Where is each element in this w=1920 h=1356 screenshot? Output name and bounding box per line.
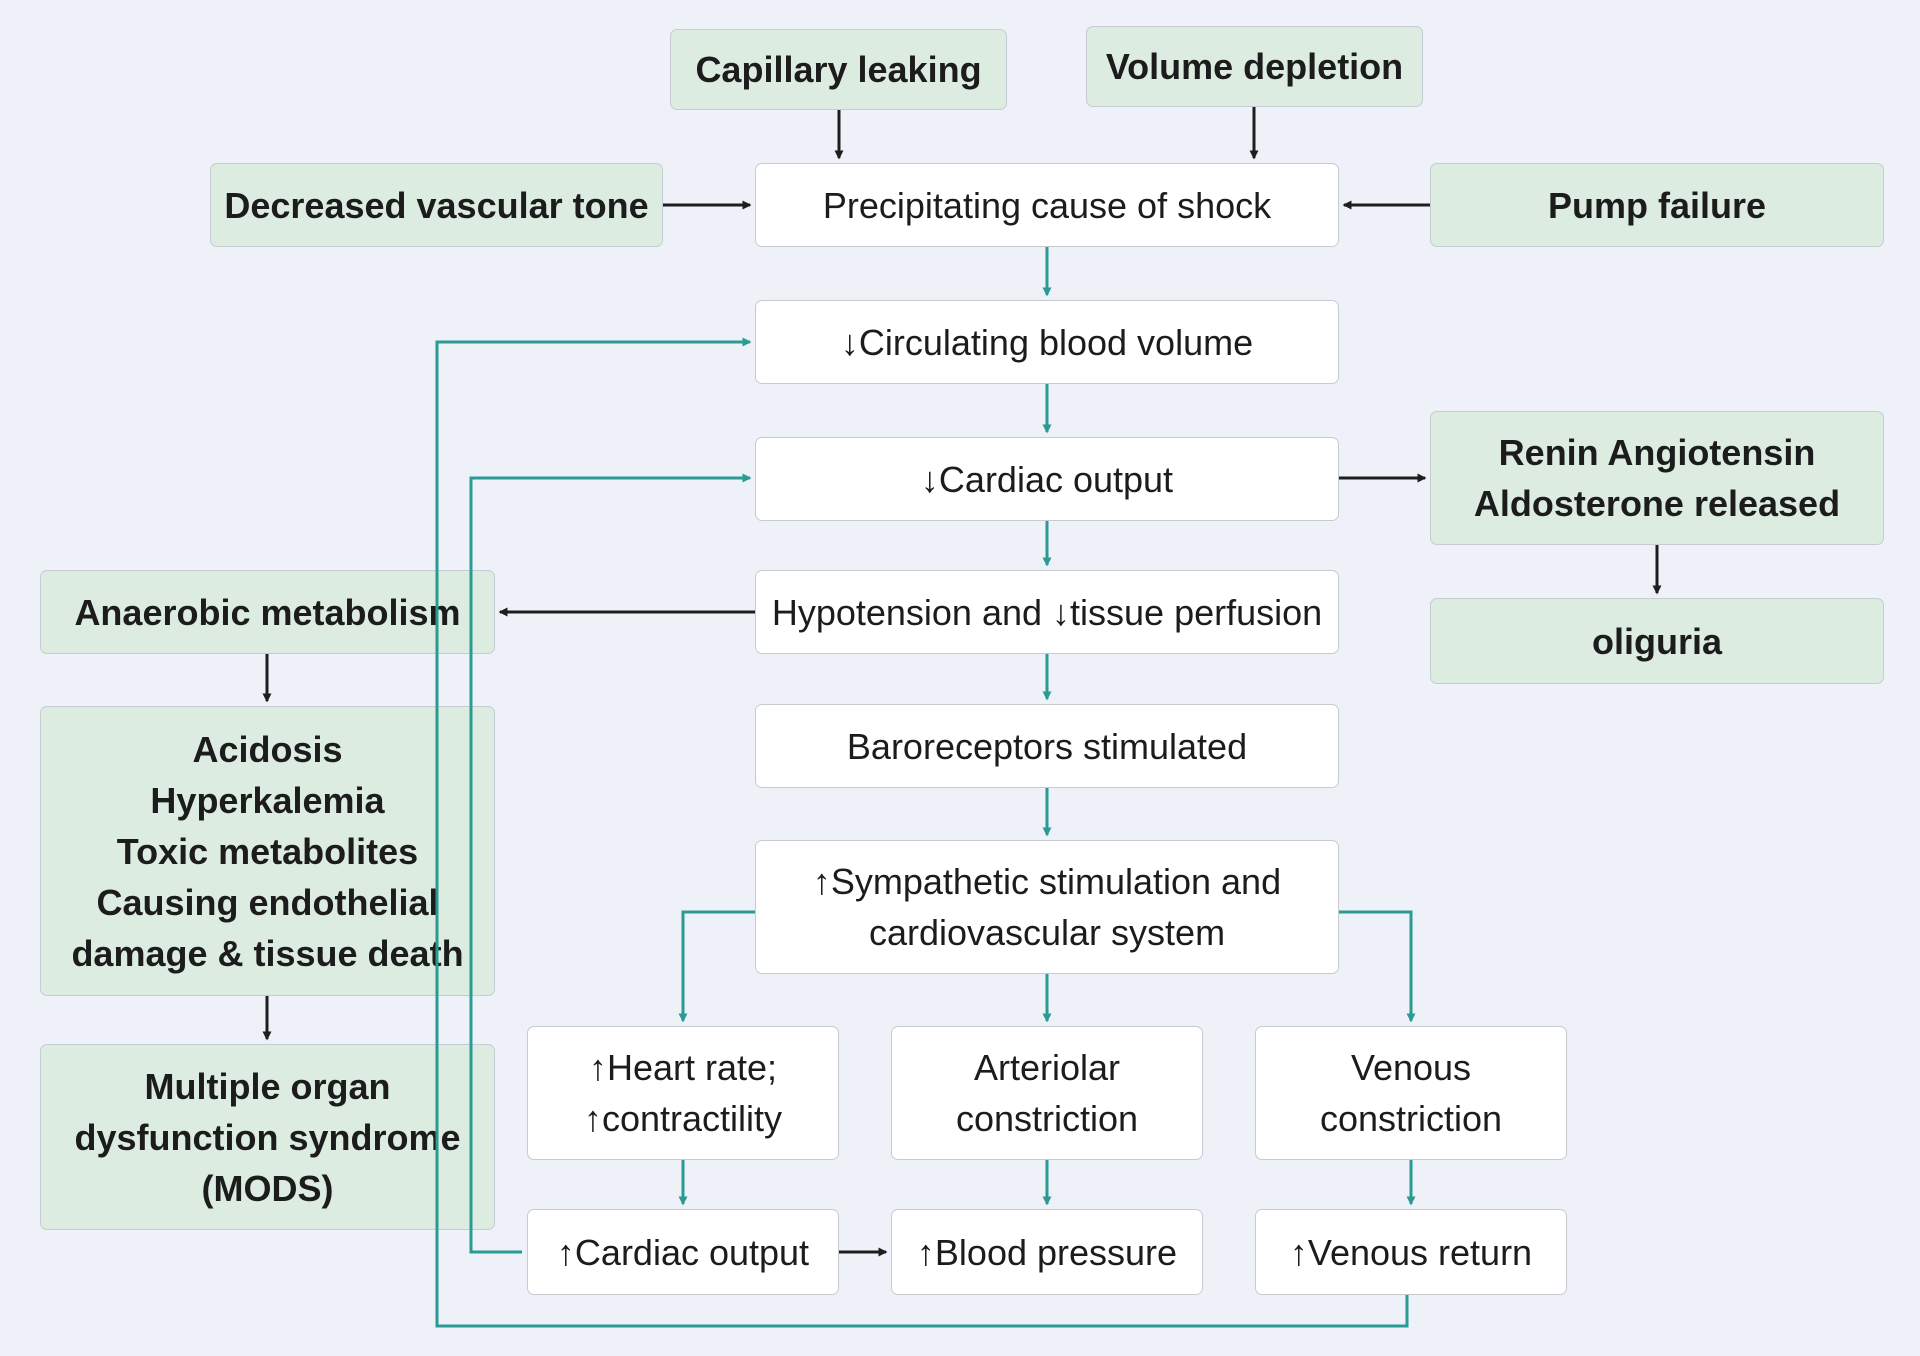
node-label-line: Capillary leaking [695, 49, 982, 90]
node-circulating-blood-volume: ↓Circulating blood volume [755, 300, 1339, 384]
node-sympathetic-stimulation: ↑Sympathetic stimulation and cardiovascu… [755, 840, 1339, 974]
node-label-line: (MODS) [201, 1167, 334, 1209]
node-acidosis-effects: Acidosis Hyperkalemia Toxic metabolites … [40, 706, 495, 996]
node-label-line: Hyperkalemia [150, 779, 385, 821]
node-label-line: oliguria [1591, 620, 1722, 662]
node-label-line: ↑contractility [583, 1098, 783, 1139]
node-label-line: Pump failure [1547, 184, 1767, 226]
node-label-line: Venous [1350, 1047, 1472, 1088]
node-label-line: ↓Cardiac output [920, 458, 1174, 500]
node-label-line: damage & tissue death [71, 932, 464, 974]
node-label-line: Multiple organ [144, 1065, 391, 1107]
node-cardiac-output-decreased: ↓Cardiac output [755, 437, 1339, 521]
node-label-line: Renin Angiotensin [1498, 432, 1816, 473]
node-heart-rate: ↑Heart rate; ↑contractility [527, 1026, 839, 1160]
node-label-line: Aldosterone released [1473, 483, 1841, 524]
node-label-line: Acidosis [192, 728, 343, 770]
node-arteriolar-constriction: Arteriolar constriction [891, 1026, 1203, 1160]
node-label-line: ↑Cardiac output [556, 1231, 810, 1273]
node-decreased-vascular-tone: Decreased vascular tone [210, 163, 663, 247]
node-anaerobic-metabolism: Anaerobic metabolism [40, 570, 495, 654]
node-baroreceptors: Baroreceptors stimulated [755, 704, 1339, 788]
node-renin-angiotensin: Renin Angiotensin Aldosterone released [1430, 411, 1884, 545]
node-label-line: Arteriolar [973, 1047, 1121, 1088]
node-precipitating-cause: Precipitating cause of shock [755, 163, 1339, 247]
node-label-line: ↑Heart rate; [588, 1047, 778, 1088]
node-label-line: constriction [955, 1098, 1139, 1139]
node-label-line: ↑Sympathetic stimulation and [812, 861, 1282, 902]
node-label-line: ↓Circulating blood volume [840, 321, 1254, 363]
node-pump-failure: Pump failure [1430, 163, 1884, 247]
node-hypotension: Hypotension and ↓tissue perfusion [755, 570, 1339, 654]
node-label-line: dysfunction syndrome [74, 1116, 461, 1158]
node-label-line: Volume depletion [1105, 46, 1404, 87]
node-label-line: Precipitating cause of shock [822, 184, 1272, 226]
node-capillary-leaking: Capillary leaking [670, 29, 1007, 110]
node-label-line: ↑Venous return [1289, 1231, 1533, 1273]
node-blood-pressure: ↑Blood pressure [891, 1209, 1203, 1295]
node-label-line: Decreased vascular tone [224, 184, 649, 226]
node-label-line: Toxic metabolites [116, 830, 419, 872]
node-label-line: Causing endothelial [96, 881, 439, 923]
node-label-line: cardiovascular system [868, 912, 1226, 953]
node-venous-constriction: Venous constriction [1255, 1026, 1567, 1160]
node-venous-return: ↑Venous return [1255, 1209, 1567, 1295]
node-label-line: Baroreceptors stimulated [846, 725, 1248, 767]
node-cardiac-output-increased: ↑Cardiac output [527, 1209, 839, 1295]
node-label-line: constriction [1319, 1098, 1503, 1139]
node-label-line: ↑Blood pressure [916, 1231, 1178, 1273]
node-mods: Multiple organ dysfunction syndrome (MOD… [40, 1044, 495, 1230]
node-volume-depletion: Volume depletion [1086, 26, 1423, 107]
node-label-line: Anaerobic metabolism [74, 591, 461, 633]
node-oliguria: oliguria [1430, 598, 1884, 684]
node-label-line: Hypotension and ↓tissue perfusion [771, 591, 1323, 633]
